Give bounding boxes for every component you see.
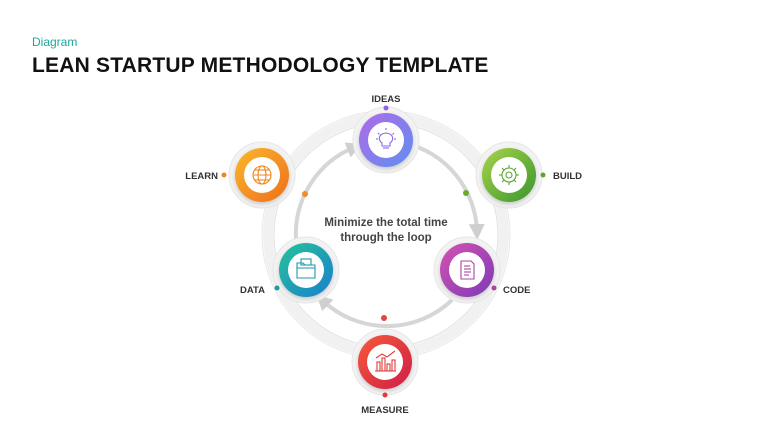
node-code: CODE: [433, 236, 530, 304]
center-text-line-2: through the loop: [340, 232, 431, 244]
node-code-label: CODE: [503, 285, 530, 296]
gear-icon: [499, 165, 519, 185]
slide-subtitle: Diagram: [32, 35, 78, 49]
node-data-label: DATA: [240, 285, 265, 296]
bar-chart-icon: [375, 350, 396, 372]
node-build-label: BUILD: [553, 171, 582, 182]
ring-dots: [302, 190, 469, 321]
lightbulb-icon: [376, 128, 396, 149]
node-data: DATA: [240, 236, 340, 304]
node-ideas: IDEAS: [352, 94, 420, 174]
slide-title: LEAN STARTUP METHODOLOGY TEMPLATE: [32, 54, 489, 77]
node-learn-label: LEARN: [185, 171, 218, 182]
folder-icon: [296, 258, 316, 279]
node-build: BUILD: [475, 141, 582, 209]
document-icon: [460, 260, 475, 280]
node-measure-label: MEASURE: [361, 405, 409, 416]
center-text-line-1: Minimize the total time: [324, 217, 447, 229]
globe-icon: [252, 165, 272, 185]
node-learn: LEARN: [185, 141, 296, 209]
loop-arrows: [293, 141, 485, 329]
node-ideas-label: IDEAS: [371, 94, 400, 105]
node-measure: MEASURE: [351, 328, 419, 416]
